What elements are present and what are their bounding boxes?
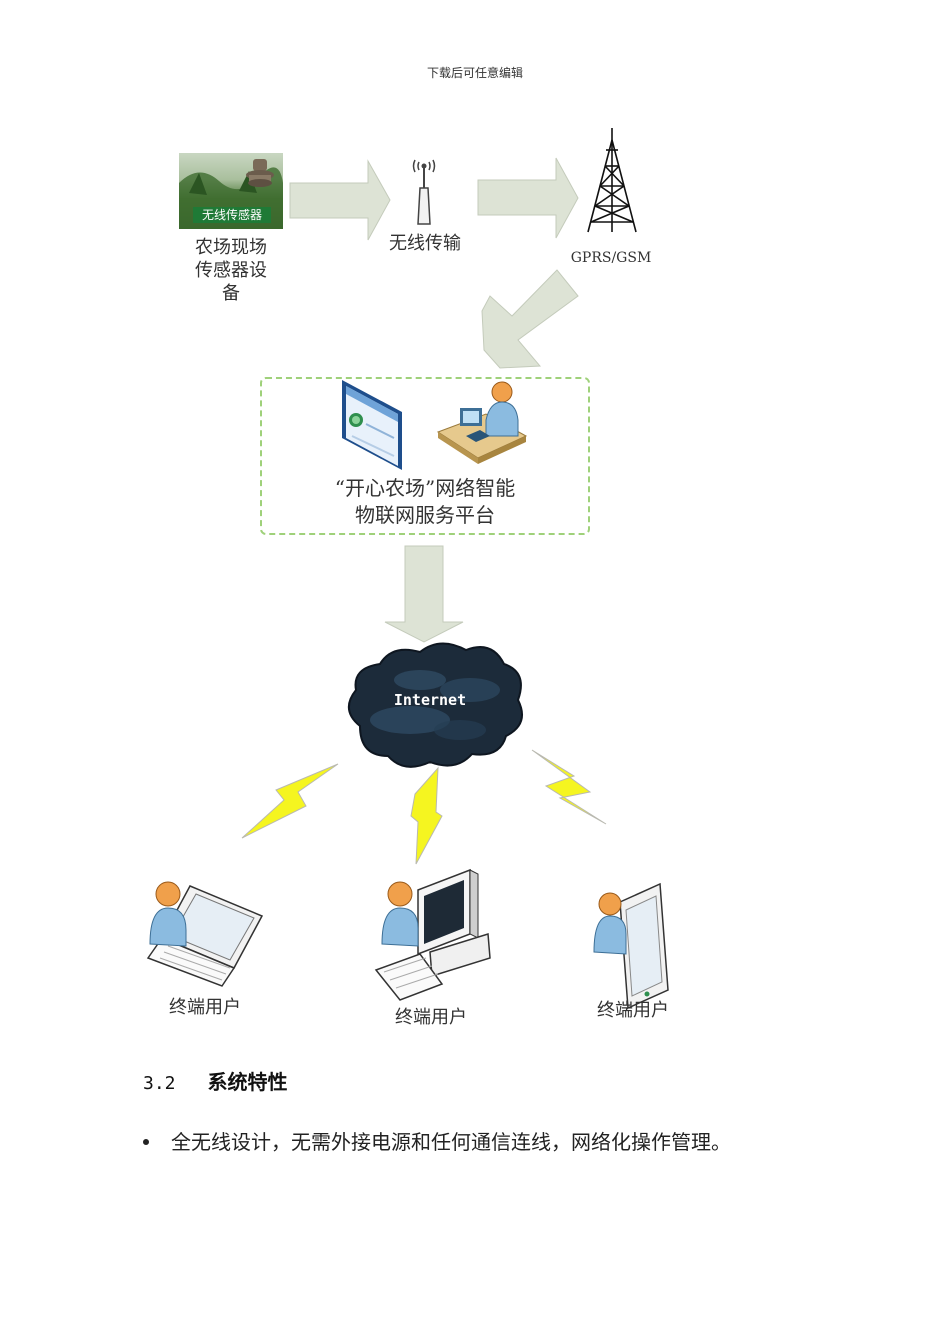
- laptop-user-icon: [146, 881, 264, 987]
- lightning-bolt-right: [531, 749, 607, 825]
- cell-tower-icon: [587, 128, 637, 233]
- platform-title-line: 物联网服务平台: [355, 503, 495, 527]
- user-caption: 终端用户: [597, 1000, 669, 1021]
- sensor-caption: 农场现场 传感器设 备: [170, 236, 292, 305]
- tablet-user-icon: [593, 882, 669, 1010]
- desktop-user-icon: [374, 868, 491, 1001]
- sensor-badge: 无线传感器: [193, 207, 271, 223]
- user-caption: 终端用户: [395, 1007, 467, 1028]
- platform-box: [260, 377, 590, 535]
- flow-arrow-1: [289, 159, 391, 241]
- user-caption: 终端用户: [169, 997, 241, 1018]
- operator-at-desk-icon: [436, 381, 528, 464]
- lightning-bolt-left: [241, 763, 339, 839]
- section-title: 系统特性: [207, 1070, 288, 1094]
- bullet-text: 全无线设计，无需外接电源和任何通信连线，网络化操作管理。: [171, 1130, 731, 1154]
- web-browser-icon: [342, 380, 402, 470]
- tower-caption: GPRS/GSM: [570, 250, 652, 266]
- sensor-caption-line: 传感器设: [195, 260, 267, 281]
- page-header-note: 下载后可任意编辑: [426, 66, 523, 80]
- lightning-bolt-middle: [410, 766, 443, 865]
- wireless-caption: 无线传输: [389, 233, 461, 254]
- sensor-photo: 无线传感器: [179, 153, 283, 229]
- platform-title: “开心农场”网络智能 物联网服务平台: [260, 475, 590, 529]
- cloud-label: Internet: [393, 691, 467, 709]
- internet-cloud-icon: [348, 642, 523, 768]
- flow-arrow-4: [384, 545, 464, 643]
- section-heading: 3.2 系统特性: [143, 1066, 288, 1095]
- flow-arrow-3: [481, 269, 579, 369]
- diagram-graphics: [146, 128, 669, 1010]
- section-number: 3.2: [143, 1073, 176, 1094]
- sensor-caption-line: 备: [222, 283, 240, 304]
- bullet-dot: [143, 1138, 149, 1145]
- sensor-caption-line: 农场现场: [195, 237, 267, 258]
- platform-title-line: “开心农场”网络智能: [334, 476, 516, 500]
- antenna-icon: [412, 159, 436, 225]
- bullet-item: 全无线设计，无需外接电源和任何通信连线，网络化操作管理。: [143, 1126, 731, 1155]
- flow-arrow-2: [477, 157, 579, 239]
